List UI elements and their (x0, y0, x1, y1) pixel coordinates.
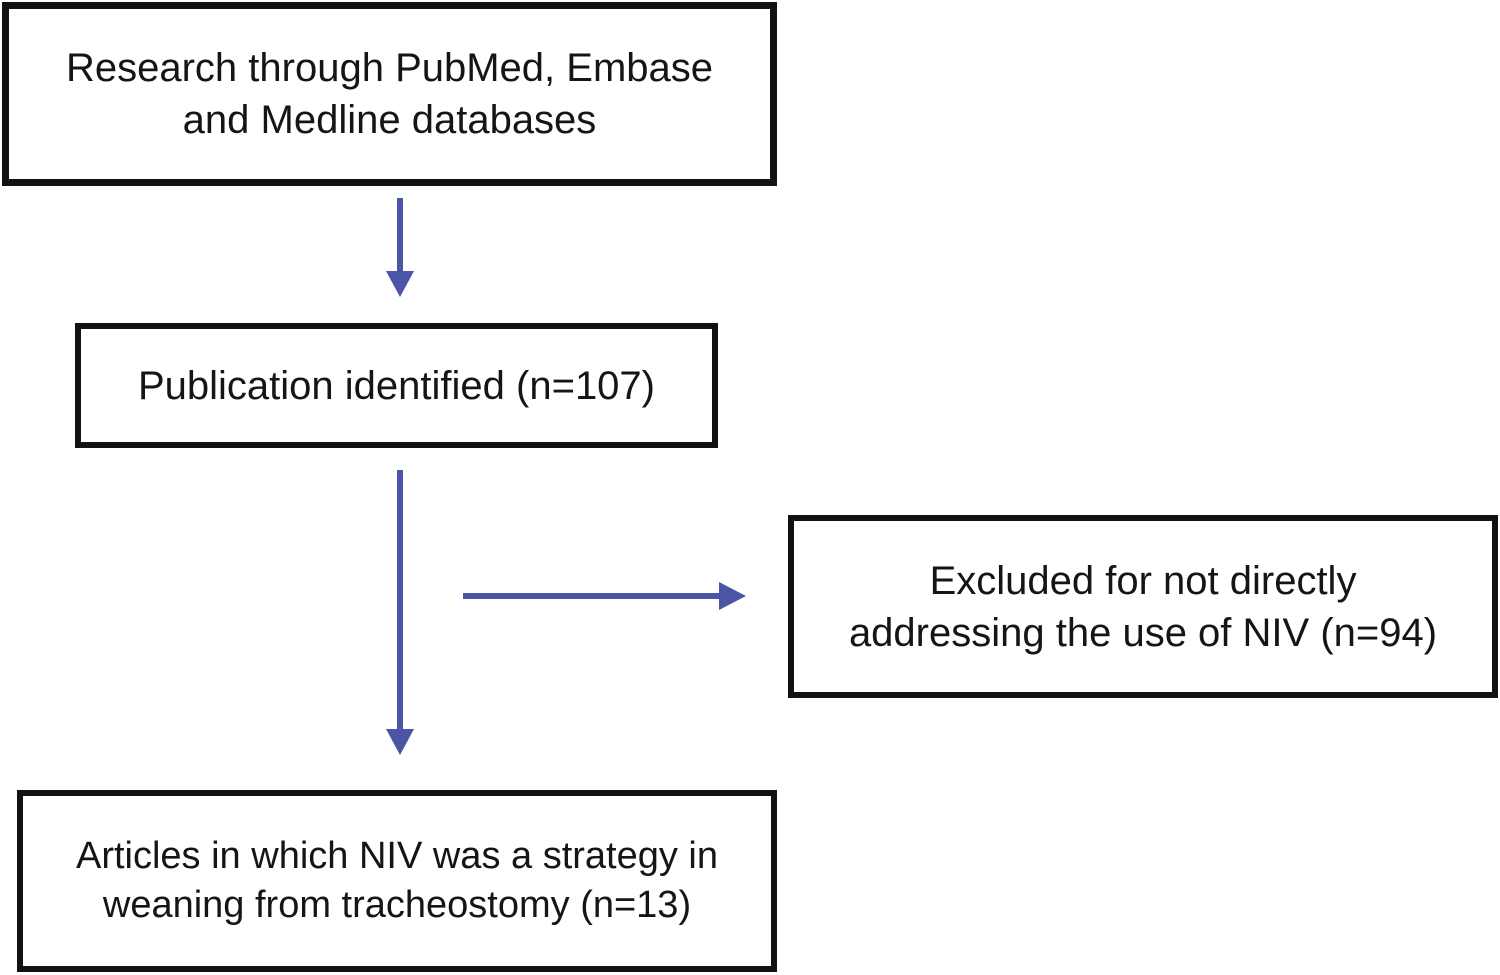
node-text-line: Research through PubMed, Embase (65, 46, 714, 90)
arrow-source-to-identified-shaft (397, 198, 403, 272)
node-text-line: weaning from tracheostomy (n=13) (102, 884, 692, 926)
node-publications-identified: Publication identified (n=107) (75, 323, 718, 448)
node-text-line: Excluded for not directly (929, 558, 1357, 603)
arrow-identified-to-included-head (386, 729, 414, 755)
node-research-sources: Research through PubMed, Embase and Medl… (2, 2, 777, 186)
node-text-line: Articles in which NIV was a strategy in (75, 834, 718, 877)
node-included-articles: Articles in which NIV was a strategy in … (17, 790, 777, 972)
node-text-line: Publication identified (n=107) (137, 363, 655, 408)
arrow-identified-to-included-shaft (397, 470, 403, 730)
arrow-source-to-identified-head (386, 271, 414, 297)
arrow-to-excluded-head (719, 582, 746, 610)
node-text-line: addressing the use of NIV (n=94) (848, 610, 1438, 655)
node-excluded-publications: Excluded for not directly addressing the… (788, 515, 1498, 698)
arrow-to-excluded-shaft (463, 593, 720, 599)
node-text-line: and Medline databases (182, 98, 597, 142)
